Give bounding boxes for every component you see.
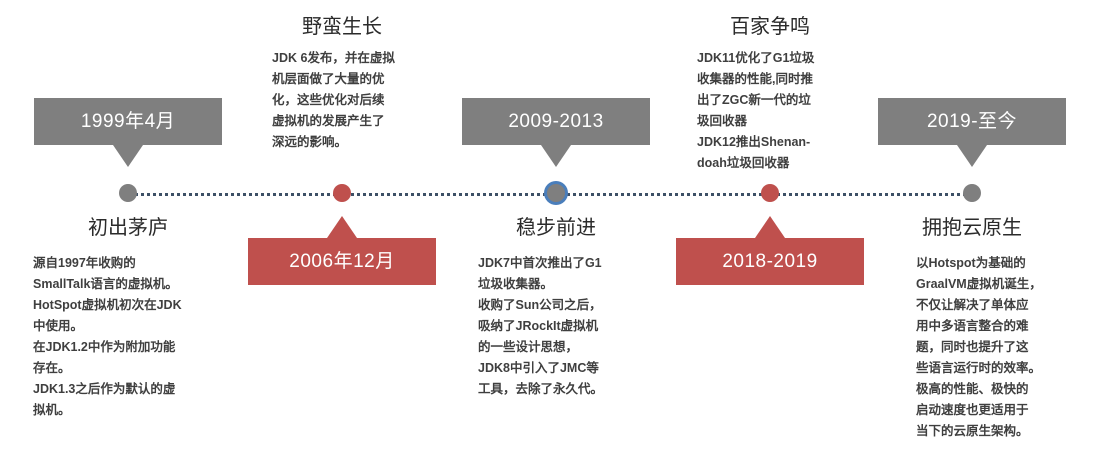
node-body-4-line-1: JDK11优化了G1垃圾	[697, 51, 815, 65]
node-heading-2: 野蛮生长	[302, 16, 382, 38]
date-plaque-3-label: 2009-2013	[462, 98, 650, 145]
date-plaque-4-label: 2018-2019	[676, 238, 864, 285]
node-body-1-line-1: 源自1997年收购的	[33, 256, 136, 270]
node-body-2-line-3: 化，这些优化对后续	[272, 93, 385, 107]
node-body-3-line-3: 收购了Sun公司之后，	[478, 298, 602, 312]
node-body-5-line-9: 当下的云原生架构。	[916, 424, 1029, 438]
node-body-3-line-2: 垃圾收集器。	[478, 277, 554, 291]
node-body-5-line-7: 极高的性能、极快的	[916, 382, 1029, 396]
node-body-5-line-8: 启动速度也更适用于	[916, 403, 1029, 417]
node-body-4-line-5: JDK12推出Shenan-	[697, 135, 811, 149]
node-body-4-line-2: 收集器的性能,同时推	[697, 72, 813, 86]
node-body-2-line-4: 虚拟机的发展产生了	[272, 114, 385, 128]
node-body-1-line-6: 存在。	[33, 361, 71, 375]
node-body-3-line-7: 工具，去除了永久代。	[478, 382, 604, 396]
node-body-5-line-3: 不仅让解决了单体应	[916, 298, 1029, 312]
node-body-3-line-6: JDK8中引入了JMC等	[478, 361, 599, 375]
date-plaque-5-label: 2019-至今	[878, 98, 1066, 145]
node-body-4: JDK11优化了G1垃圾 收集器的性能,同时推 出了ZGC新一代的垃 圾回收器 …	[697, 48, 814, 174]
date-plaque-2-label: 2006年12月	[248, 238, 436, 285]
node-body-5: 以Hotspot为基础的 GraalVM虚拟机诞生， 不仅让解决了单体应 用中多…	[916, 253, 1042, 442]
node-body-4-line-3: 出了ZGC新一代的垃	[697, 93, 811, 107]
plaque-pointer-5	[957, 145, 987, 167]
node-heading-5: 拥抱云原生	[922, 217, 1022, 239]
node-body-2-line-1: JDK 6发布，并在虚拟	[272, 51, 395, 65]
node-body-5-line-2: GraalVM虚拟机诞生，	[916, 277, 1042, 291]
plaque-pointer-1	[113, 145, 143, 167]
plaque-pointer-4	[755, 216, 785, 238]
node-body-1-line-3: HotSpot虚拟机初次在JDK	[33, 298, 182, 312]
node-body-2-line-5: 深远的影响。	[272, 135, 348, 149]
node-body-2: JDK 6发布，并在虚拟 机层面做了大量的优 化，这些优化对后续 虚拟机的发展产…	[272, 48, 395, 153]
date-plaque-5[interactable]: 2019-至今	[878, 98, 1066, 167]
node-heading-4: 百家争鸣	[730, 16, 810, 38]
date-plaque-3[interactable]: 2009-2013	[462, 98, 650, 167]
timeline-dot-4[interactable]	[761, 184, 779, 202]
node-body-5-line-4: 用中多语言整合的难	[916, 319, 1029, 333]
node-body-5-line-6: 些语言运行时的效率。	[916, 361, 1042, 375]
node-heading-3: 稳步前进	[516, 217, 596, 239]
node-body-2-line-2: 机层面做了大量的优	[272, 72, 385, 86]
node-body-1-line-5: 在JDK1.2中作为附加功能	[33, 340, 176, 354]
node-body-3-line-4: 吸纳了JRockIt虚拟机	[478, 319, 599, 333]
node-body-3-line-1: JDK7中首次推出了G1	[478, 256, 602, 270]
node-body-4-line-4: 圾回收器	[697, 114, 748, 128]
date-plaque-1[interactable]: 1999年4月	[34, 98, 222, 167]
node-body-1-line-2: SmallTalk语言的虚拟机。	[33, 277, 178, 291]
plaque-pointer-2	[327, 216, 357, 238]
node-body-3-line-5: 的一些设计思想，	[478, 340, 579, 354]
node-heading-1: 初出茅庐	[88, 217, 168, 239]
node-body-4-line-6: doah垃圾回收器	[697, 156, 790, 170]
node-body-5-line-5: 题，同时也提升了这	[916, 340, 1029, 354]
node-body-5-line-1: 以Hotspot为基础的	[916, 256, 1026, 270]
timeline-dot-5[interactable]	[963, 184, 981, 202]
node-body-1: 源自1997年收购的 SmallTalk语言的虚拟机。 HotSpot虚拟机初次…	[33, 253, 182, 421]
plaque-pointer-3	[541, 145, 571, 167]
date-plaque-4[interactable]: 2018-2019	[676, 216, 864, 285]
node-body-1-line-4: 中使用。	[33, 319, 84, 333]
date-plaque-1-label: 1999年4月	[34, 98, 222, 145]
timeline-dot-1[interactable]	[119, 184, 137, 202]
node-body-1-line-8: 拟机。	[33, 403, 71, 417]
timeline-dot-3[interactable]	[547, 184, 565, 202]
timeline-dot-2[interactable]	[333, 184, 351, 202]
node-body-3: JDK7中首次推出了G1 垃圾收集器。 收购了Sun公司之后， 吸纳了JRock…	[478, 253, 603, 400]
date-plaque-2[interactable]: 2006年12月	[248, 216, 436, 285]
node-body-1-line-7: JDK1.3之后作为默认的虚	[33, 382, 176, 396]
